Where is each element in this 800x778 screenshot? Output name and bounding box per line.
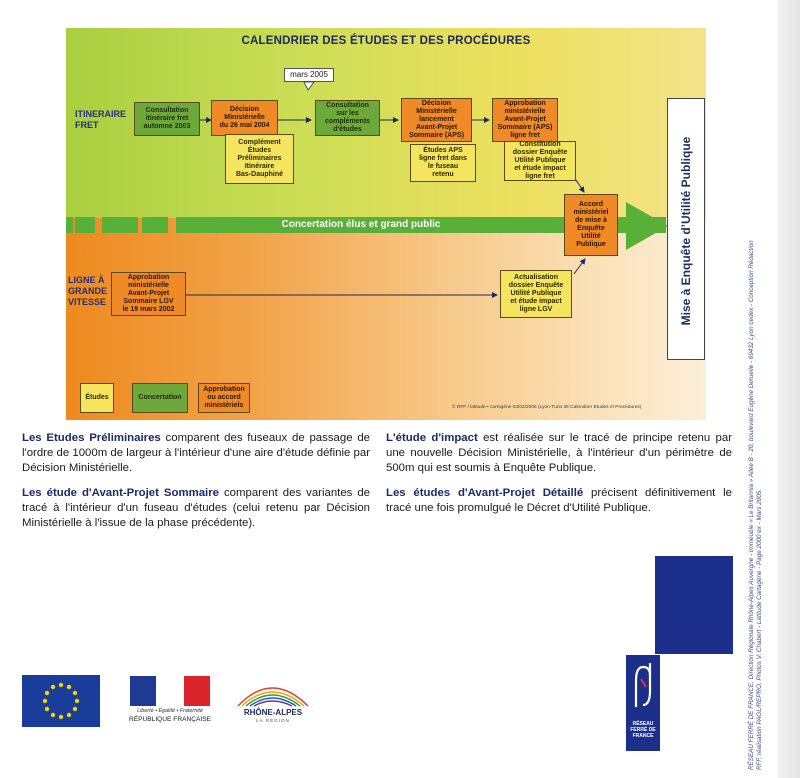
box-constitution-dossier-enquete: Constitution dossier Enquête Utilité Pub… — [504, 141, 576, 181]
box-decision-ministerielle-2004: Décision Ministérielle du 26 mai 2004 — [211, 100, 278, 136]
paragraph-etudes-preliminaires: Les Etudes Préliminaires comparent des f… — [22, 431, 370, 476]
desc-etudes-preliminaires: comparent des fuseaux de passage de l'or… — [22, 432, 370, 474]
publication-credits-vertical: RÉSEAU FERRÉ DE FRANCE, Direction Région… — [748, 240, 763, 770]
eu-stars-icon — [42, 682, 80, 720]
eu-flag-logo — [22, 675, 100, 727]
callout-text: mars 2005 — [290, 70, 328, 79]
band-arrowhead — [626, 202, 668, 250]
rff-emblem-icon — [634, 663, 652, 707]
desc-avant-projet-sommaire: comparent des variantes de tracé à l'int… — [22, 487, 370, 529]
rhone-alpes-sub: LA RÉGION — [256, 718, 290, 723]
paragraph-etude-impact: L'étude d'impact est réalisée sur le tra… — [386, 431, 732, 476]
term-etudes-preliminaires: Les Etudes Préliminaires — [22, 432, 161, 444]
rhone-alpes-logo: RHÔNE-ALPES LA RÉGION — [232, 676, 314, 728]
box-etudes-aps-ligne-fret: Études APS ligne fret dans le fuseau ret… — [410, 144, 476, 182]
row-label-lgv: LIGNE À GRANDE VITESSE — [68, 275, 108, 307]
term-avant-projet-detaille: Les études d'Avant-Projet Détaillé — [386, 487, 584, 499]
procedure-calendar-diagram: CALENDRIER DES ÉTUDES ET DES PROCÉDURES … — [66, 28, 706, 420]
enquete-utilite-publique-box: Mise à Enquête d’Utilité Publique — [667, 98, 705, 360]
box-consultation-itineraire-fret: Consultation itinéraire fret automne 200… — [134, 102, 200, 136]
desc-avant-projet-detaille: précisent définitivement le tracé une fo… — [386, 487, 732, 514]
paragraph-avant-projet-detaille: Les études d'Avant-Projet Détaillé préci… — [386, 486, 732, 516]
row-label-fret: ITINERAIRE FRET — [75, 109, 127, 130]
rhone-alpes-name: RHÔNE-ALPES — [243, 708, 303, 717]
diagram-credit: © RFF / latitude • cartogène 03/02/2005 … — [452, 405, 642, 410]
arrow-b8-b9 — [575, 179, 585, 193]
rff-logo-text: RÉSEAU FERRÉ DE FRANCE — [630, 721, 656, 739]
term-avant-projet-sommaire: Les étude d'Avant-Projet Sommaire — [22, 487, 219, 499]
navy-square-decoration — [655, 556, 733, 654]
rhone-alpes-arcs-icon — [237, 687, 309, 707]
diagram-title: CALENDRIER DES ÉTUDES ET DES PROCÉDURES — [241, 35, 531, 47]
term-etude-impact: L'étude d'impact — [386, 432, 478, 444]
box-consultation-complements: Consultation sur les compléments d'étude… — [315, 100, 380, 136]
enquete-utilite-publique-label: Mise à Enquête d’Utilité Publique — [679, 136, 693, 326]
legend-approbation: Approbation ou accord ministériels — [198, 383, 250, 413]
box-approbation-aps-ligne-fret: Approbation ministérielle Avant-Projet S… — [492, 98, 558, 142]
box-decision-lancement-aps: Décision Ministérielle lancement Avant-P… — [401, 98, 472, 142]
concertation-band-label: Concertation élus et grand public — [281, 219, 441, 230]
concertation-band: Concertation élus et grand public — [66, 217, 666, 233]
callout-pointer — [303, 81, 315, 91]
rf-motto: Liberté • Égalité • Fraternité — [137, 708, 203, 714]
rf-flag-icon — [130, 676, 210, 706]
arrow-b11-b9 — [573, 258, 586, 275]
desc-etude-impact: est réalisée sur le tracé de principe re… — [386, 432, 732, 474]
rf-name: RÉPUBLIQUE FRANÇAISE — [128, 716, 212, 723]
legend-concertation: Concertation — [132, 383, 188, 413]
box-complement-etudes-preliminaires: Complément Études Préliminaires Itinérai… — [225, 134, 294, 184]
box-accord-ministeriel-enquete: Accord ministériel de mise à Enquête Uti… — [564, 194, 618, 256]
rff-logo: RÉSEAU FERRÉ DE FRANCE — [626, 655, 660, 751]
republique-francaise-logo: Liberté • Égalité • Fraternité RÉPUBLIQU… — [128, 676, 214, 732]
paragraph-avant-projet-sommaire: Les étude d'Avant-Projet Sommaire compar… — [22, 486, 370, 531]
box-approbation-aps-lgv: Approbation ministérielle Avant-Projet S… — [111, 272, 186, 316]
connector-layer — [186, 81, 586, 298]
legend-etudes: Études — [80, 383, 114, 413]
right-page-edge — [778, 0, 800, 778]
box-actualisation-dossier-lgv: Actualisation dossier Enquête Utilité Pu… — [500, 270, 572, 318]
